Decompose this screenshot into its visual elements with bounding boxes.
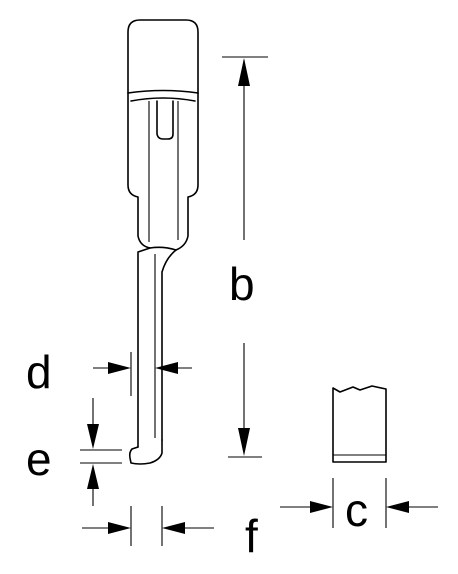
label-d: d bbox=[26, 346, 52, 398]
dimension-e bbox=[80, 398, 122, 506]
neck-taper bbox=[137, 246, 177, 448]
jaw-end-view bbox=[332, 385, 387, 463]
label-f: f bbox=[245, 510, 258, 562]
dimension-d bbox=[93, 352, 192, 396]
grip-block bbox=[127, 19, 199, 94]
tool-arm-outline bbox=[127, 19, 199, 465]
arm-slot bbox=[156, 100, 174, 140]
label-c: c bbox=[345, 484, 368, 536]
label-b: b bbox=[229, 258, 255, 310]
arm-body bbox=[127, 92, 199, 251]
dimension-f bbox=[82, 506, 214, 546]
dimension-c bbox=[280, 478, 438, 528]
arm-inner-lines bbox=[148, 101, 179, 242]
transition-band bbox=[127, 89, 199, 102]
jaw-tip bbox=[128, 439, 163, 465]
dimension-b bbox=[222, 56, 268, 458]
end-view-outline bbox=[332, 385, 387, 463]
label-e: e bbox=[26, 433, 52, 485]
